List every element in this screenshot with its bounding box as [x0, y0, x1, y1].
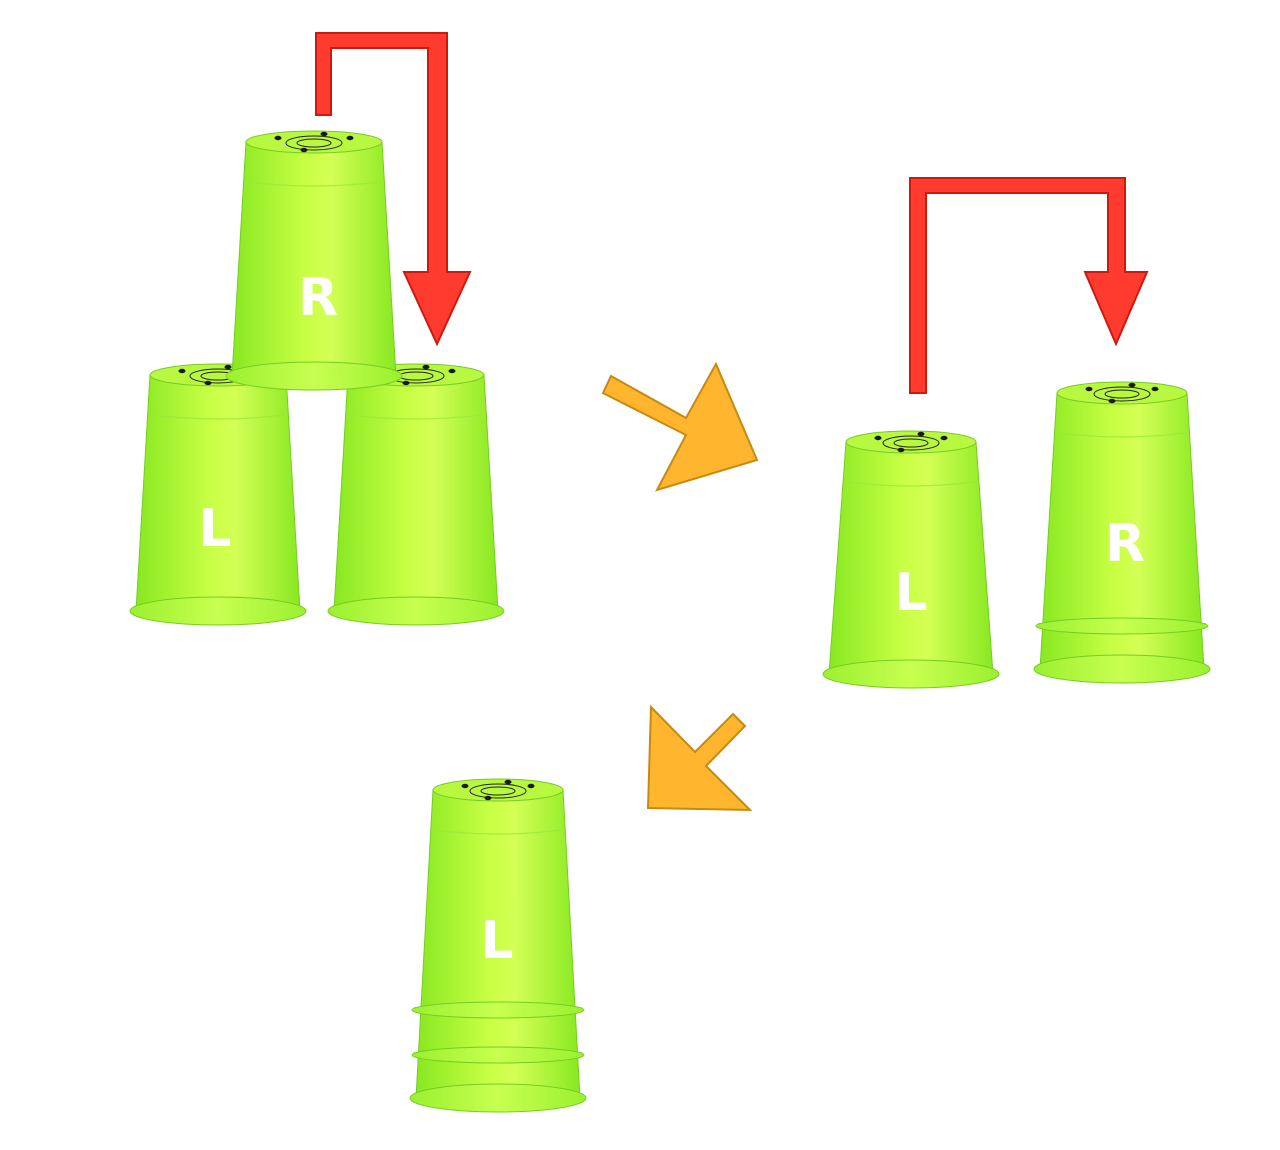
- vent-hole: [484, 795, 492, 801]
- cup-bottom-right: [327, 363, 505, 626]
- vent-hole: [917, 431, 925, 437]
- cup-band: [434, 829, 562, 835]
- cup-top: R: [225, 130, 403, 391]
- cup-top-ring-inner: [480, 786, 516, 796]
- final-stage: L: [409, 778, 587, 1113]
- vent-hole: [874, 435, 882, 441]
- cup-band: [1058, 432, 1186, 438]
- stack-rim: [411, 1046, 585, 1064]
- cup-body: [135, 374, 301, 612]
- cup-rim: [409, 1083, 587, 1113]
- vent-hole: [1108, 398, 1116, 404]
- cup-rim: [327, 596, 505, 626]
- cup-top-ring-inner: [893, 438, 929, 448]
- cup-band: [349, 414, 483, 420]
- cup-band: [847, 481, 975, 487]
- middle-stage: L R: [822, 177, 1211, 689]
- vent-hole: [1085, 386, 1093, 392]
- cup-body: [828, 441, 994, 675]
- vent-hole: [346, 135, 354, 141]
- cup-stack-final: L: [409, 778, 587, 1113]
- vent-hole: [178, 368, 186, 374]
- cup-top-ring: [882, 435, 940, 451]
- vent-hole: [224, 364, 232, 370]
- cup-label-r: R: [298, 268, 338, 328]
- cup-body: [231, 141, 397, 377]
- vent-hole: [504, 779, 512, 785]
- vent-hole: [274, 135, 282, 141]
- cup-label-l: L: [480, 911, 513, 971]
- vent-hole: [940, 435, 948, 441]
- vent-hole: [527, 783, 535, 789]
- vent-hole: [402, 380, 410, 386]
- vent-hole: [300, 147, 308, 153]
- cup-label-l: L: [198, 499, 231, 559]
- vent-hole: [461, 783, 469, 789]
- cup-body: [333, 374, 499, 612]
- pyramid-stage: L R: [129, 32, 505, 626]
- orange-arrow-icon: [646, 704, 753, 812]
- cup-top-ring: [469, 783, 527, 799]
- cup-label-l: L: [894, 563, 927, 623]
- cup-top-ring: [285, 135, 343, 151]
- cup-label-r: R: [1105, 514, 1145, 574]
- orange-arrow-icon: [601, 361, 759, 492]
- red-bent-arrow-icon: [315, 32, 472, 347]
- stack-rim: [1035, 617, 1209, 635]
- vent-hole: [204, 380, 212, 386]
- cup-rim: [822, 659, 1000, 689]
- vent-hole: [1128, 382, 1136, 388]
- cup-band: [151, 414, 285, 420]
- vent-hole: [897, 447, 905, 453]
- vent-hole: [448, 368, 456, 374]
- cup-top-ring-inner: [296, 138, 332, 148]
- cup-band: [247, 181, 381, 187]
- vent-hole: [1151, 386, 1159, 392]
- cup-top-ring-inner: [1104, 389, 1140, 399]
- cup-top-ring: [1093, 386, 1151, 402]
- vent-hole: [320, 131, 328, 137]
- cup-stack-right: R: [1033, 381, 1211, 684]
- red-bent-arrow-icon: [909, 177, 1149, 394]
- cup-rim: [1033, 654, 1211, 684]
- cup-left: L: [822, 430, 1000, 689]
- vent-hole: [422, 364, 430, 370]
- cup-rim: [225, 361, 403, 391]
- cup-rim: [129, 596, 307, 626]
- stack-rim: [411, 1001, 585, 1019]
- cup-bottom-left: L: [129, 363, 307, 626]
